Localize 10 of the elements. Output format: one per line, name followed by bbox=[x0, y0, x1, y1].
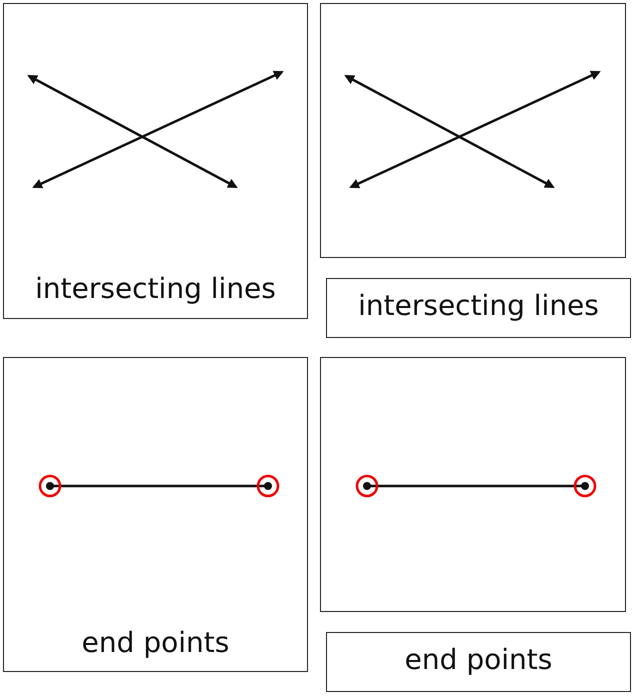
picture-card bbox=[320, 357, 626, 612]
card-caption: intersecting lines bbox=[34, 272, 277, 305]
picture-card bbox=[320, 3, 626, 258]
card-caption: end points bbox=[80, 626, 230, 659]
card-caption: intersecting lines bbox=[357, 289, 600, 322]
picture-card bbox=[3, 3, 308, 319]
picture-card bbox=[3, 357, 308, 672]
card-caption: end points bbox=[404, 643, 554, 676]
label-card bbox=[326, 278, 631, 338]
label-card bbox=[326, 632, 631, 692]
